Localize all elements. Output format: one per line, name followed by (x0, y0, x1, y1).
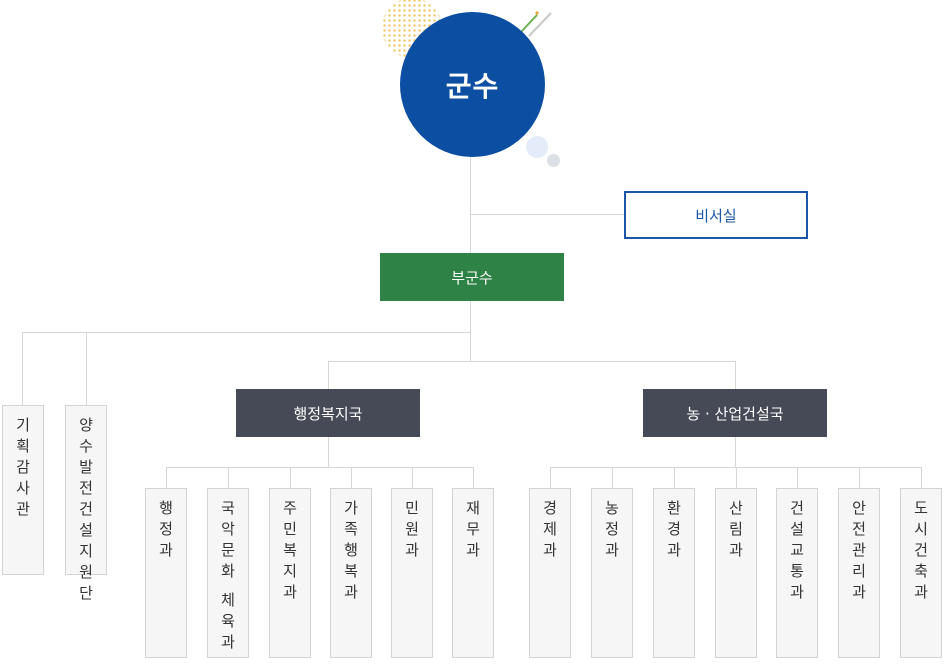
connector-bureau-1 (328, 361, 329, 389)
connector-dept (166, 467, 167, 488)
department-box[interactable]: 가 족 행 복 과 (330, 488, 372, 658)
connector-secretary (470, 214, 625, 215)
connector-dept (290, 467, 291, 488)
vice-mayor-node[interactable]: 부군수 (380, 253, 564, 301)
secretary-office-node[interactable]: 비서실 (624, 191, 808, 239)
department-box[interactable]: 민 원 과 (391, 488, 433, 658)
connector-dept (736, 467, 737, 488)
decorative-lines-icon (519, 11, 552, 37)
connector-dept (921, 467, 922, 488)
department-box[interactable]: 국 악 문 화 체 육 과 (207, 488, 249, 658)
department-box[interactable]: 주 민 복 지 과 (269, 488, 311, 658)
connector-bureaus (328, 361, 736, 362)
connector-dept (473, 467, 474, 488)
bureau-agriculture-industry-construction[interactable]: 농 · 산업건설국 (643, 389, 827, 437)
department-box[interactable]: 도 시 건 축 과 (900, 488, 942, 658)
connector-dept (550, 467, 551, 488)
connector-bureau-1-down (328, 437, 329, 467)
department-box[interactable]: 건 설 교 통 과 (776, 488, 818, 658)
bureau-administration-welfare[interactable]: 행정복지국 (236, 389, 420, 437)
department-box[interactable]: 산 림 과 (715, 488, 757, 658)
connector-mayor-vice (470, 150, 471, 253)
department-box[interactable]: 행 정 과 (145, 488, 187, 658)
connector-dept (859, 467, 860, 488)
department-box[interactable]: 경 제 과 (529, 488, 571, 658)
connector-bureau-2 (735, 361, 736, 389)
connector-unit-2 (86, 332, 87, 405)
department-box[interactable]: 환 경 과 (653, 488, 695, 658)
decorative-bubble-small (547, 154, 560, 167)
connector-dept (412, 467, 413, 488)
connector-bureau-1-depts (166, 467, 474, 468)
connector-dept (674, 467, 675, 488)
connector-dept (797, 467, 798, 488)
direct-unit-planning-audit[interactable]: 기 획 감 사 관 (2, 405, 44, 575)
direct-unit-pumped-storage[interactable]: 양 수 발 전 건 설 지 원 단 (65, 405, 107, 602)
connector-dept (612, 467, 613, 488)
decorative-bubble (526, 136, 548, 158)
department-box[interactable]: 농 정 과 (591, 488, 633, 658)
connector-dept (351, 467, 352, 488)
connector-dept (228, 467, 229, 488)
department-box[interactable]: 재 무 과 (452, 488, 494, 658)
department-box[interactable]: 안 전 관 리 과 (838, 488, 880, 658)
connector-bureau-2-down (735, 437, 736, 467)
connector-unit-1 (22, 332, 23, 405)
mayor-node[interactable]: 군수 (400, 12, 545, 157)
connector-direct-units (22, 332, 471, 333)
connector-vice-down (470, 301, 471, 362)
